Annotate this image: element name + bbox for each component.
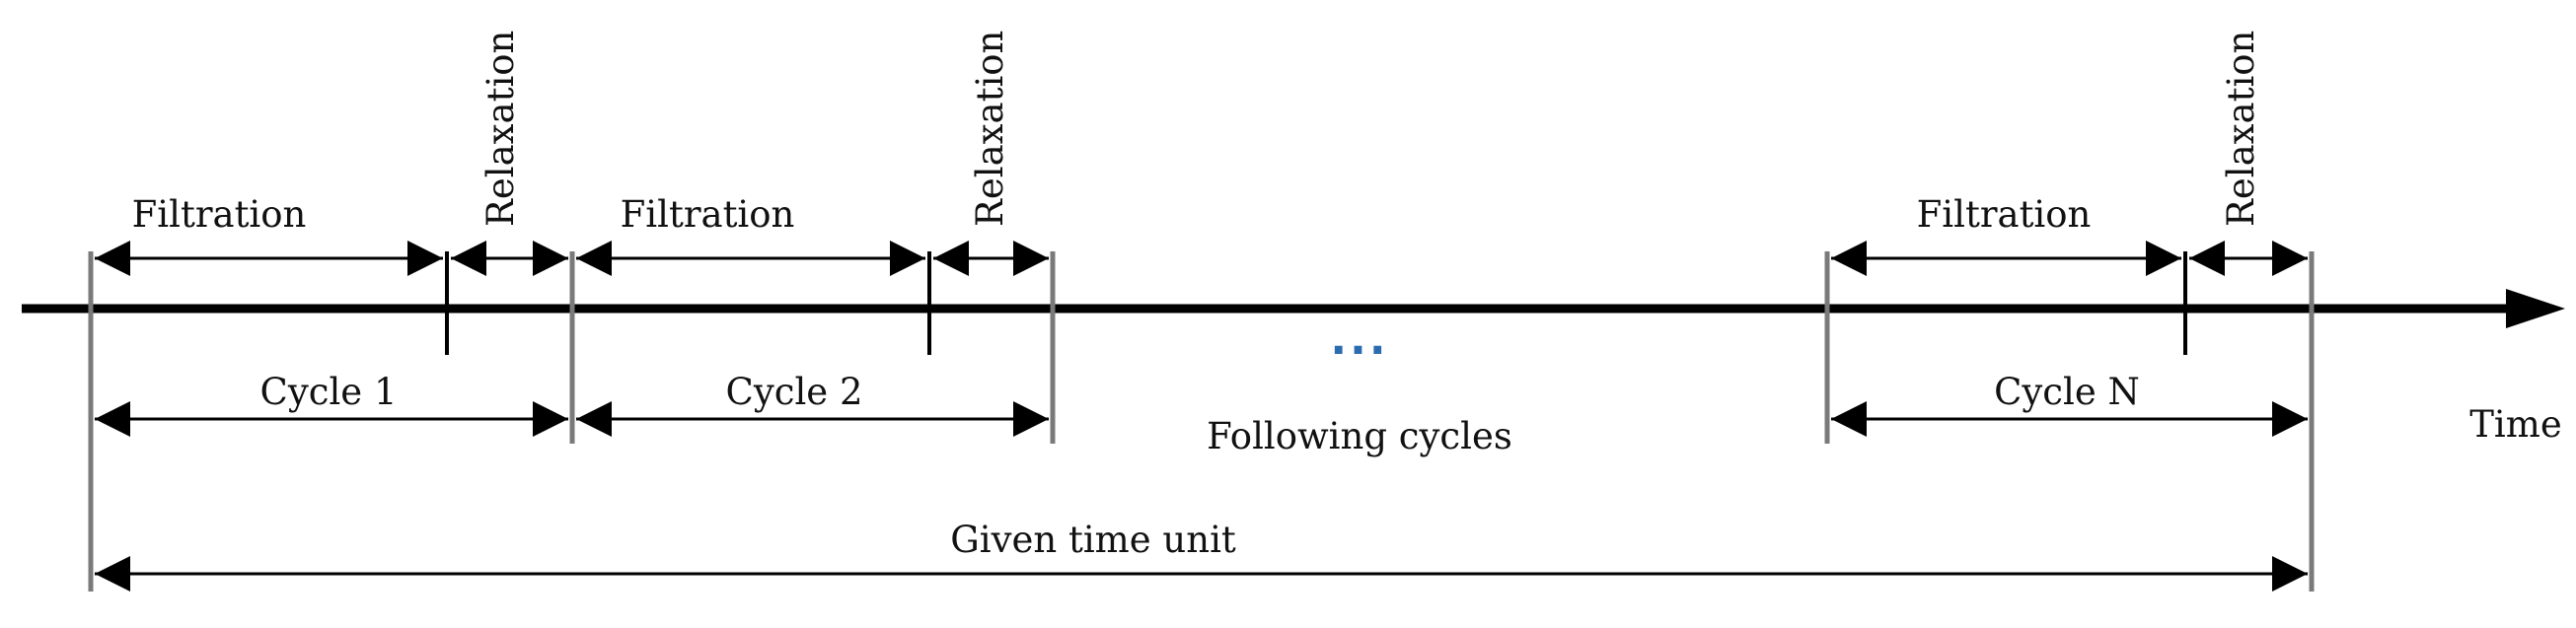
cycle-2-filtration-label: Filtration <box>621 193 795 236</box>
cycle-1-label: Cycle 1 <box>260 371 398 413</box>
following-cycles-label: Following cycles <box>1207 415 1512 457</box>
cycle-2-label: Cycle 2 <box>726 371 863 413</box>
cycle-n-relaxation-label: Relaxation <box>2220 31 2262 227</box>
cycle-n-label: Cycle N <box>1994 371 2140 413</box>
cycle-2-relaxation-label: Relaxation <box>969 31 1011 227</box>
ellipsis: ... <box>1330 314 1388 365</box>
cycle-1-relaxation-label: Relaxation <box>479 31 522 227</box>
cycle-1-filtration-label: Filtration <box>132 193 307 236</box>
cycle-n-filtration-label: Filtration <box>1917 193 2092 236</box>
time-axis-arrowhead <box>2506 289 2565 328</box>
time-axis-label: Time <box>2469 403 2562 446</box>
given-time-unit-label: Given time unit <box>950 519 1236 561</box>
